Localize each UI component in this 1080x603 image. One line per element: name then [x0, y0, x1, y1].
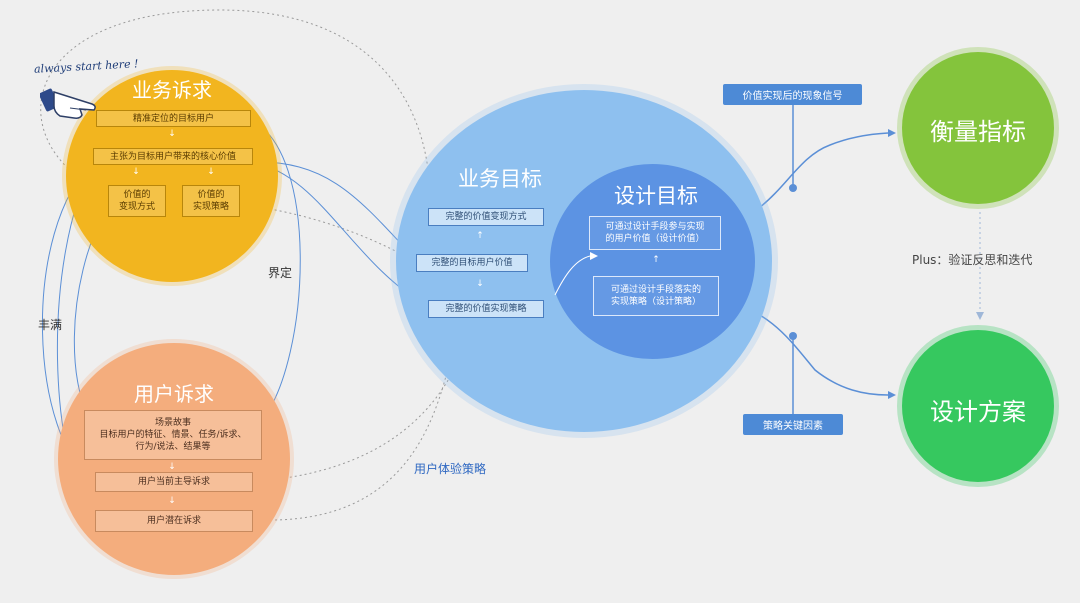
arrow-down-2: ↓: [132, 167, 140, 177]
arrow-down-4: ↓: [168, 462, 176, 472]
arrow-to-plan: [888, 391, 896, 399]
box-value-monetize-line2: 变现方式: [118, 202, 155, 212]
label-plus: Plus：验证反思和迭代: [912, 253, 1033, 267]
signal-dot: [789, 184, 797, 192]
box-value-monetize-line1: 价值的: [123, 190, 151, 200]
box-value-strategy: 价值的 实现策略: [182, 185, 240, 217]
box-design-value-line1: 可通过设计手段参与实现: [605, 222, 705, 232]
box-design-strategy-line1: 可通过设计手段落实的: [610, 285, 701, 295]
factor-dot: [789, 332, 797, 340]
arrow-metrics-to-plan: [976, 312, 984, 320]
box-target-users: 精准定位的目标用户: [96, 110, 251, 127]
box-value-monetize: 价值的 变现方式: [108, 185, 166, 217]
arrow-down-6: ↓: [476, 279, 484, 289]
metrics-title: 衡量指标: [930, 118, 1026, 146]
arrow-down-1: ↓: [168, 129, 176, 139]
design-goal-circle: [550, 164, 755, 359]
arrow-down-5: ↓: [168, 496, 176, 506]
box-scenario: 场景故事 目标用户的特征、情景、任务/诉求、 行为/说法、结果等: [84, 410, 262, 460]
design-value-link: [554, 252, 598, 296]
box-design-strategy: 可通过设计手段落实的 实现策略（设计策略）: [593, 276, 719, 316]
business-demand-circle: [66, 70, 278, 282]
metrics-circle: [902, 52, 1054, 204]
user-demand-title: 用户诉求: [134, 382, 214, 406]
business-goal-title: 业务目标: [458, 167, 542, 191]
box-scenario-line3: 行为/说法、结果等: [135, 442, 211, 452]
design-plan-circle: [902, 330, 1054, 482]
pointing-hand-icon: [40, 88, 96, 119]
business-demand-title: 业务诉求: [132, 78, 212, 102]
box-scenario-line1: 场景故事: [154, 418, 191, 428]
arrow-down-3: ↓: [207, 167, 215, 177]
arrow-to-metrics: [888, 129, 896, 137]
box-goal-target-user: 完整的目标用户价值: [416, 254, 528, 272]
box-design-value: 可通过设计手段参与实现 的用户价值（设计价值）: [589, 216, 721, 250]
box-value-strategy-line2: 实现策略: [192, 202, 229, 212]
box-current-demand: 用户当前主导诉求: [95, 472, 253, 492]
box-scenario-line2: 目标用户的特征、情景、任务/诉求、: [99, 430, 247, 440]
box-latent-demand: 用户潜在诉求: [95, 510, 253, 532]
box-goal-strategy: 完整的价值实现策略: [428, 300, 544, 318]
curve-define: [249, 119, 301, 421]
tag-key-factors: 策略关键因素: [743, 414, 843, 435]
design-goal-title: 设计目标: [614, 184, 698, 208]
box-goal-monetize: 完整的价值变现方式: [428, 208, 544, 226]
box-design-strategy-line2: 实现策略（设计策略）: [610, 297, 701, 307]
label-enrich: 丰满: [38, 318, 63, 332]
arrow-up-2: ↑: [652, 255, 660, 265]
box-design-value-line2: 的用户价值（设计价值）: [605, 234, 705, 244]
arrow-up-1: ↑: [476, 231, 484, 241]
design-plan-title: 设计方案: [930, 398, 1026, 426]
dotted-orbit-left: [269, 339, 456, 521]
label-ux-strategy: 用户体验策略: [414, 462, 487, 476]
dotted-orbit-bottom: [269, 329, 471, 481]
tag-signal: 价值实现后的现象信号: [723, 84, 862, 105]
dotted-orbit-top: [40, 9, 431, 201]
box-value-strategy-line1: 价值的: [197, 190, 225, 200]
box-core-value: 主张为目标用户带来的核心价值: [93, 148, 253, 165]
label-define: 界定: [268, 266, 293, 280]
